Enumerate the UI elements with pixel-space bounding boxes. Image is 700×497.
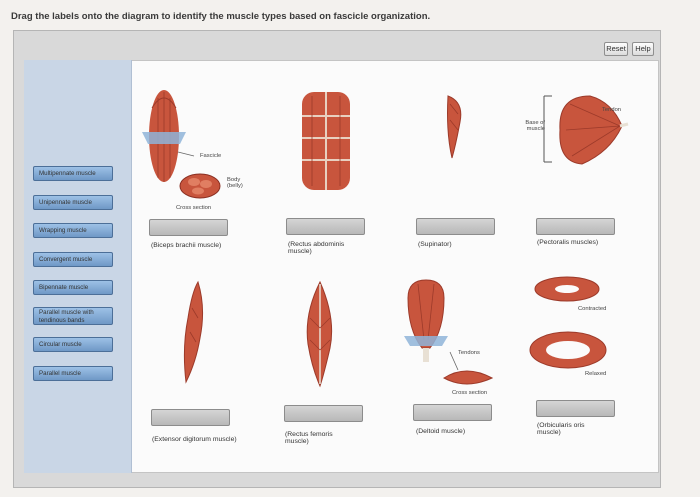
label-wrapping[interactable]: Wrapping muscle	[33, 223, 113, 238]
instruction-text: Drag the labels onto the diagram to iden…	[11, 11, 431, 22]
drop-target-pectoralis[interactable]	[536, 218, 615, 235]
help-button[interactable]: Help	[632, 42, 654, 56]
caption-pectoralis: (Pectoralis muscles)	[537, 239, 599, 246]
deltoid-illustration	[404, 279, 448, 362]
label-parallel[interactable]: Parallel muscle	[33, 366, 113, 381]
label-parallel-tendinous[interactable]: Parallel muscle with tendinous bands	[33, 307, 113, 325]
supinator-illustration	[447, 95, 462, 159]
drop-target-extensor[interactable]	[151, 409, 230, 426]
cross-section-label-1: Cross section	[176, 205, 212, 211]
drop-target-deltoid[interactable]	[413, 404, 492, 421]
cross-section-label-2: Cross section	[452, 390, 488, 396]
caption-rectus-femoris: (Rectus femoris muscle)	[285, 431, 333, 445]
caption-extensor: (Extensor digitorum muscle)	[152, 436, 237, 443]
drop-target-supinator[interactable]	[416, 218, 495, 235]
drop-target-rectus-femoris[interactable]	[284, 405, 363, 422]
label-convergent[interactable]: Convergent muscle	[33, 252, 113, 267]
biceps-illustration	[142, 90, 186, 182]
contracted-ring-illustration	[534, 276, 600, 302]
tendon-label: Tendon	[602, 107, 622, 113]
rectus-abdominis-illustration	[302, 92, 350, 190]
pectoralis-illustration	[543, 95, 629, 165]
extensor-illustration	[183, 280, 204, 384]
label-multipennate[interactable]: Multipennate muscle	[33, 166, 113, 181]
caption-orbicularis: (Orbicularis oris muscle)	[537, 422, 585, 436]
reset-button[interactable]: Reset	[604, 42, 628, 56]
drop-target-biceps[interactable]	[149, 219, 228, 236]
deltoid-cross-section	[443, 351, 494, 385]
label-bipennate[interactable]: Bipennate muscle	[33, 280, 113, 295]
relaxed-label: Relaxed	[585, 371, 607, 377]
caption-deltoid: (Deltoid muscle)	[416, 428, 466, 435]
drop-target-orbicularis[interactable]	[536, 400, 615, 417]
fascicle-label: Fascicle	[200, 153, 222, 159]
caption-supinator: (Supinator)	[418, 241, 452, 248]
fascicle-pointer	[177, 151, 195, 157]
caption-rectus-abdominis: (Rectus abdominis muscle)	[288, 241, 345, 255]
tendons-label: Tendons	[458, 350, 480, 356]
drop-target-rectus-abdominis[interactable]	[286, 218, 365, 235]
base-of-muscle-label: Base of muscle	[525, 120, 545, 132]
relaxed-ring-illustration	[529, 331, 607, 369]
body-belly-label: Body (belly)	[227, 177, 243, 189]
biceps-cross-section	[179, 173, 221, 199]
contracted-label: Contracted	[578, 306, 607, 312]
label-unipennate[interactable]: Unipennate muscle	[33, 195, 113, 210]
label-circular[interactable]: Circular muscle	[33, 337, 113, 352]
rectus-femoris-illustration	[306, 280, 333, 388]
caption-biceps: (Biceps brachii muscle)	[151, 242, 222, 249]
